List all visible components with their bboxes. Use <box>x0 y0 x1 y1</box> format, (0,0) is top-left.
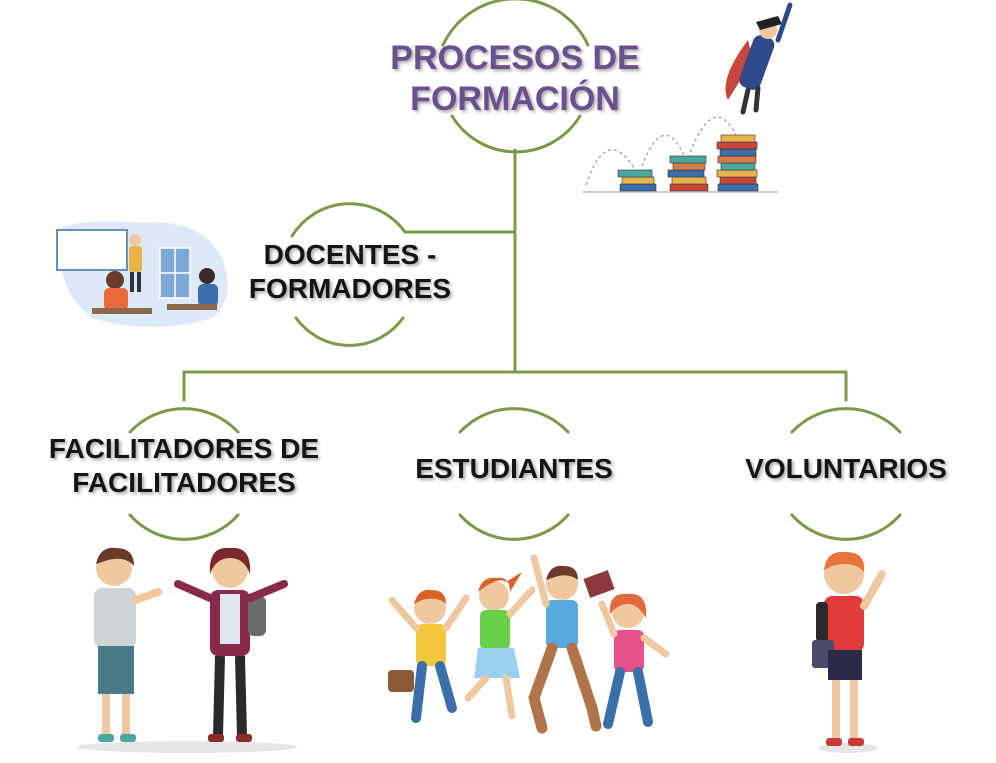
graduate-flying-over-books-icon <box>583 2 793 193</box>
waving-boy-icon <box>812 551 886 753</box>
voluntarios-label-line1: VOLUNTARIOS <box>745 453 947 484</box>
facilitadores-label-line1: FACILITADORES DE <box>48 433 320 464</box>
root-node-label: PROCESOS DE FORMACIÓN <box>360 38 670 121</box>
docentes-label-line2: FORMADORES <box>248 273 452 305</box>
jumping-kids-icon <box>388 554 670 734</box>
docentes-node-label: DOCENTES - FORMADORES <box>230 238 470 306</box>
estudiantes-node-bottom-arc <box>458 513 570 541</box>
facilitadores-node-top-arc <box>128 407 240 434</box>
two-students-talking-icon <box>77 547 297 753</box>
root-label-line2: FORMACIÓN <box>410 80 620 119</box>
voluntarios-node-label: VOLUNTARIOS <box>726 452 966 486</box>
voluntarios-node-top-arc <box>790 407 902 434</box>
docentes-node-bottom-arc <box>294 316 405 347</box>
voluntarios-node-bottom-arc <box>790 513 902 541</box>
estudiantes-node-label: ESTUDIANTES <box>394 452 634 486</box>
root-node-top-arc <box>441 0 590 47</box>
estudiantes-node-top-arc <box>458 407 570 434</box>
estudiantes-label-line1: ESTUDIANTES <box>415 453 613 484</box>
facilitadores-node-bottom-arc <box>128 513 240 541</box>
root-node-bottom-arc <box>450 114 582 154</box>
docentes-label-line1: DOCENTES - <box>263 239 437 270</box>
facilitadores-node-label: FACILITADORES DE FACILITADORES <box>34 432 334 500</box>
classroom-teacher-icon <box>56 221 228 327</box>
root-label-line1: PROCESOS DE <box>390 39 640 77</box>
docentes-node-top-arc <box>290 202 407 238</box>
facilitadores-label-line2: FACILITADORES <box>72 467 296 499</box>
